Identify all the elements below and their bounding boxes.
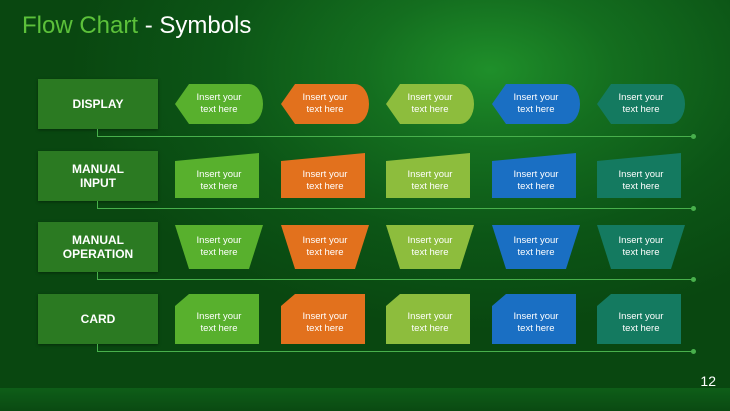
row-label-card: CARD <box>38 294 158 344</box>
manual-input-shape <box>597 153 681 198</box>
title-rest: - Symbols <box>138 12 252 39</box>
display-symbol: Insert your text here <box>281 84 369 124</box>
manual-input-shape <box>281 153 365 198</box>
manual-operation-shape <box>175 225 263 269</box>
card-shape-fill <box>597 294 681 344</box>
display-shape <box>597 84 685 124</box>
card-shape <box>492 294 576 344</box>
bottom-band <box>0 388 730 411</box>
display-shape-fill <box>597 84 685 124</box>
card-shape <box>281 294 365 344</box>
connector-end-dot <box>691 206 696 211</box>
manual-operation-shape-fill <box>281 225 369 269</box>
card-symbol: Insert your text here <box>492 294 580 344</box>
card-shape-fill <box>492 294 576 344</box>
manual-input-shape-fill <box>597 153 681 198</box>
card-shape-fill <box>175 294 259 344</box>
display-shape-fill <box>492 84 580 124</box>
manual-operation-shape-fill <box>492 225 580 269</box>
connector-end-dot <box>691 277 696 282</box>
manual-input-symbol: Insert your text here <box>492 153 580 198</box>
display-shape-fill <box>281 84 369 124</box>
card-shape <box>386 294 470 344</box>
manual-operation-symbol: Insert your text here <box>597 225 685 269</box>
manual-input-symbol: Insert your text here <box>597 153 685 198</box>
display-symbol: Insert your text here <box>175 84 263 124</box>
manual-operation-symbol: Insert your text here <box>175 225 263 269</box>
card-shape <box>175 294 259 344</box>
manual-input-shape-fill <box>386 153 470 198</box>
manual-input-shape-fill <box>492 153 576 198</box>
manual-operation-symbol: Insert your text here <box>281 225 369 269</box>
card-symbol: Insert your text here <box>281 294 369 344</box>
display-shape-fill <box>386 84 474 124</box>
manual-operation-symbol: Insert your text here <box>386 225 474 269</box>
display-symbol: Insert your text here <box>597 84 685 124</box>
manual-operation-shape-fill <box>175 225 263 269</box>
row-label-display: DISPLAY <box>38 79 158 129</box>
display-shape <box>386 84 474 124</box>
card-shape <box>597 294 681 344</box>
display-symbol: Insert your text here <box>492 84 580 124</box>
manual-input-shape <box>175 153 259 198</box>
display-shape <box>281 84 369 124</box>
card-shape-fill <box>386 294 470 344</box>
manual-input-shape-fill <box>281 153 365 198</box>
manual-operation-shape <box>386 225 474 269</box>
manual-input-shape <box>386 153 470 198</box>
slide-title: Flow Chart - Symbols <box>22 12 251 40</box>
display-shape <box>492 84 580 124</box>
display-shape <box>175 84 263 124</box>
row-label-manual-input: MANUAL INPUT <box>38 151 158 201</box>
page-number: 12 <box>700 373 716 389</box>
manual-input-symbol: Insert your text here <box>386 153 474 198</box>
row-label-manual-operation: MANUAL OPERATION <box>38 222 158 272</box>
title-accent: Flow Chart <box>22 12 139 39</box>
card-shape-fill <box>281 294 365 344</box>
manual-operation-shape <box>597 225 685 269</box>
manual-input-symbol: Insert your text here <box>175 153 263 198</box>
display-shape-fill <box>175 84 263 124</box>
manual-input-shape-fill <box>175 153 259 198</box>
connector-end-dot <box>691 134 696 139</box>
manual-operation-symbol: Insert your text here <box>492 225 580 269</box>
connector-end-dot <box>691 349 696 354</box>
manual-operation-shape-fill <box>597 225 685 269</box>
manual-operation-shape-fill <box>386 225 474 269</box>
manual-input-shape <box>492 153 576 198</box>
card-symbol: Insert your text here <box>597 294 685 344</box>
card-symbol: Insert your text here <box>386 294 474 344</box>
display-symbol: Insert your text here <box>386 84 474 124</box>
card-symbol: Insert your text here <box>175 294 263 344</box>
manual-input-symbol: Insert your text here <box>281 153 369 198</box>
manual-operation-shape <box>281 225 369 269</box>
manual-operation-shape <box>492 225 580 269</box>
